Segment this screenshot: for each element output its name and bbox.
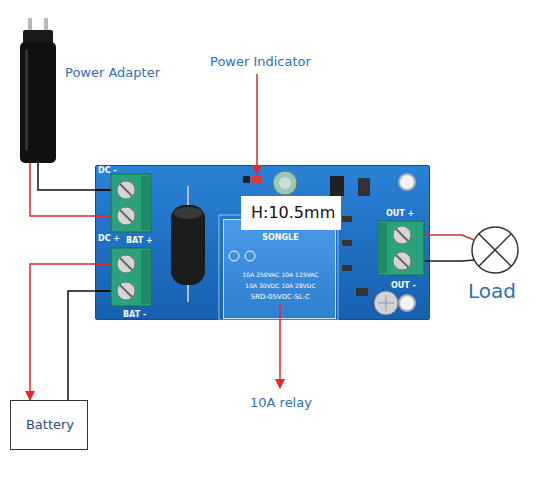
capacitor-top <box>279 177 291 189</box>
power-adapter: Power Adapter <box>18 18 58 163</box>
relay-board: DC - DC + BAT + BAT - OUT + OUT - SONGLE 10A 25… <box>95 165 430 320</box>
wire-stub <box>95 215 126 217</box>
dimension-box <box>241 196 341 230</box>
inductor-core <box>171 205 205 285</box>
terminal-screw <box>393 226 411 244</box>
electrolytic-capacitor <box>374 291 398 315</box>
wire-stub <box>402 234 430 236</box>
node-text: 10A 250VAC 10A 125VAC <box>224 272 337 278</box>
relay-logo <box>245 251 255 261</box>
mounting-hole <box>399 295 415 311</box>
lamp-outline <box>471 226 519 274</box>
relay-component: SONGLE 10A 250VAC 10A 125VAC 10A 30VDC 10A… <box>223 219 336 319</box>
smd-part <box>342 240 352 246</box>
node-text: SRD-05VDC-SL-C <box>224 294 337 301</box>
power-led <box>252 176 262 183</box>
wire-stub <box>95 290 126 292</box>
inductor-top <box>174 207 202 219</box>
resistor-smd <box>243 176 250 183</box>
screw-slot <box>120 285 132 297</box>
screw-slot <box>396 255 408 267</box>
terminal-screw <box>117 255 135 273</box>
node-text: OUT + <box>386 210 414 218</box>
wire-stub <box>95 189 126 191</box>
capacitor <box>273 171 297 195</box>
terminal-screw <box>393 252 411 270</box>
node-text: SONGLE <box>224 234 337 242</box>
battery-box: Battery <box>10 400 88 450</box>
capacitor-vent <box>378 295 394 311</box>
node-text: Load <box>468 281 516 301</box>
relay-logo <box>229 251 239 261</box>
terminal-block <box>378 221 424 275</box>
node-text: Battery <box>11 418 89 431</box>
terminal-block-side <box>141 176 151 230</box>
adapter-highlight <box>25 50 28 150</box>
transistor <box>358 178 370 196</box>
terminal-block <box>111 174 151 232</box>
wire-connector <box>430 260 474 261</box>
regulator-chip <box>330 176 344 196</box>
node-text: DC - <box>98 167 117 175</box>
smd-part <box>342 265 352 271</box>
wire-connector <box>30 163 95 216</box>
plug-head <box>23 30 53 44</box>
terminal-block-side <box>378 223 387 273</box>
lamp-cross <box>479 234 511 266</box>
wire-stub <box>95 263 126 265</box>
lamp-circle <box>472 227 518 273</box>
node-text: Power Adapter <box>65 66 160 79</box>
screw-slot <box>120 258 132 270</box>
leader-line <box>256 74 258 174</box>
wire-connector <box>38 163 95 190</box>
node-text: BAT + <box>126 237 153 245</box>
relay-outline <box>219 215 338 320</box>
screw-slot <box>120 210 132 222</box>
terminal-screw <box>117 181 135 199</box>
lamp-cross <box>479 234 511 266</box>
node-text: 10A 30VDC 10A 28VDC <box>224 283 337 289</box>
node-text: BAT - <box>123 311 146 319</box>
terminal-screw <box>117 282 135 300</box>
wire-connector <box>30 264 95 400</box>
wire-stub <box>402 260 430 262</box>
mounting-hole <box>399 174 415 190</box>
wire-connector <box>430 235 474 240</box>
node-text: DC + <box>98 235 120 243</box>
inductor-lead <box>187 186 189 302</box>
leader-line <box>279 304 281 388</box>
adapter-body <box>20 42 56 163</box>
load-lamp: Load <box>471 226 519 274</box>
wire-connector <box>68 291 95 400</box>
callout-label: Power Indicator <box>210 55 311 68</box>
smd-part <box>342 216 352 222</box>
callout-label: 10A relay <box>250 396 312 409</box>
screw-slot <box>120 184 132 196</box>
screw-slot <box>396 229 408 241</box>
plug-outline <box>18 18 58 163</box>
terminal-block <box>111 248 151 306</box>
smd-part <box>356 288 368 296</box>
terminal-block-side <box>141 250 151 304</box>
terminal-screw <box>117 207 135 225</box>
node-text: OUT - <box>391 282 416 290</box>
